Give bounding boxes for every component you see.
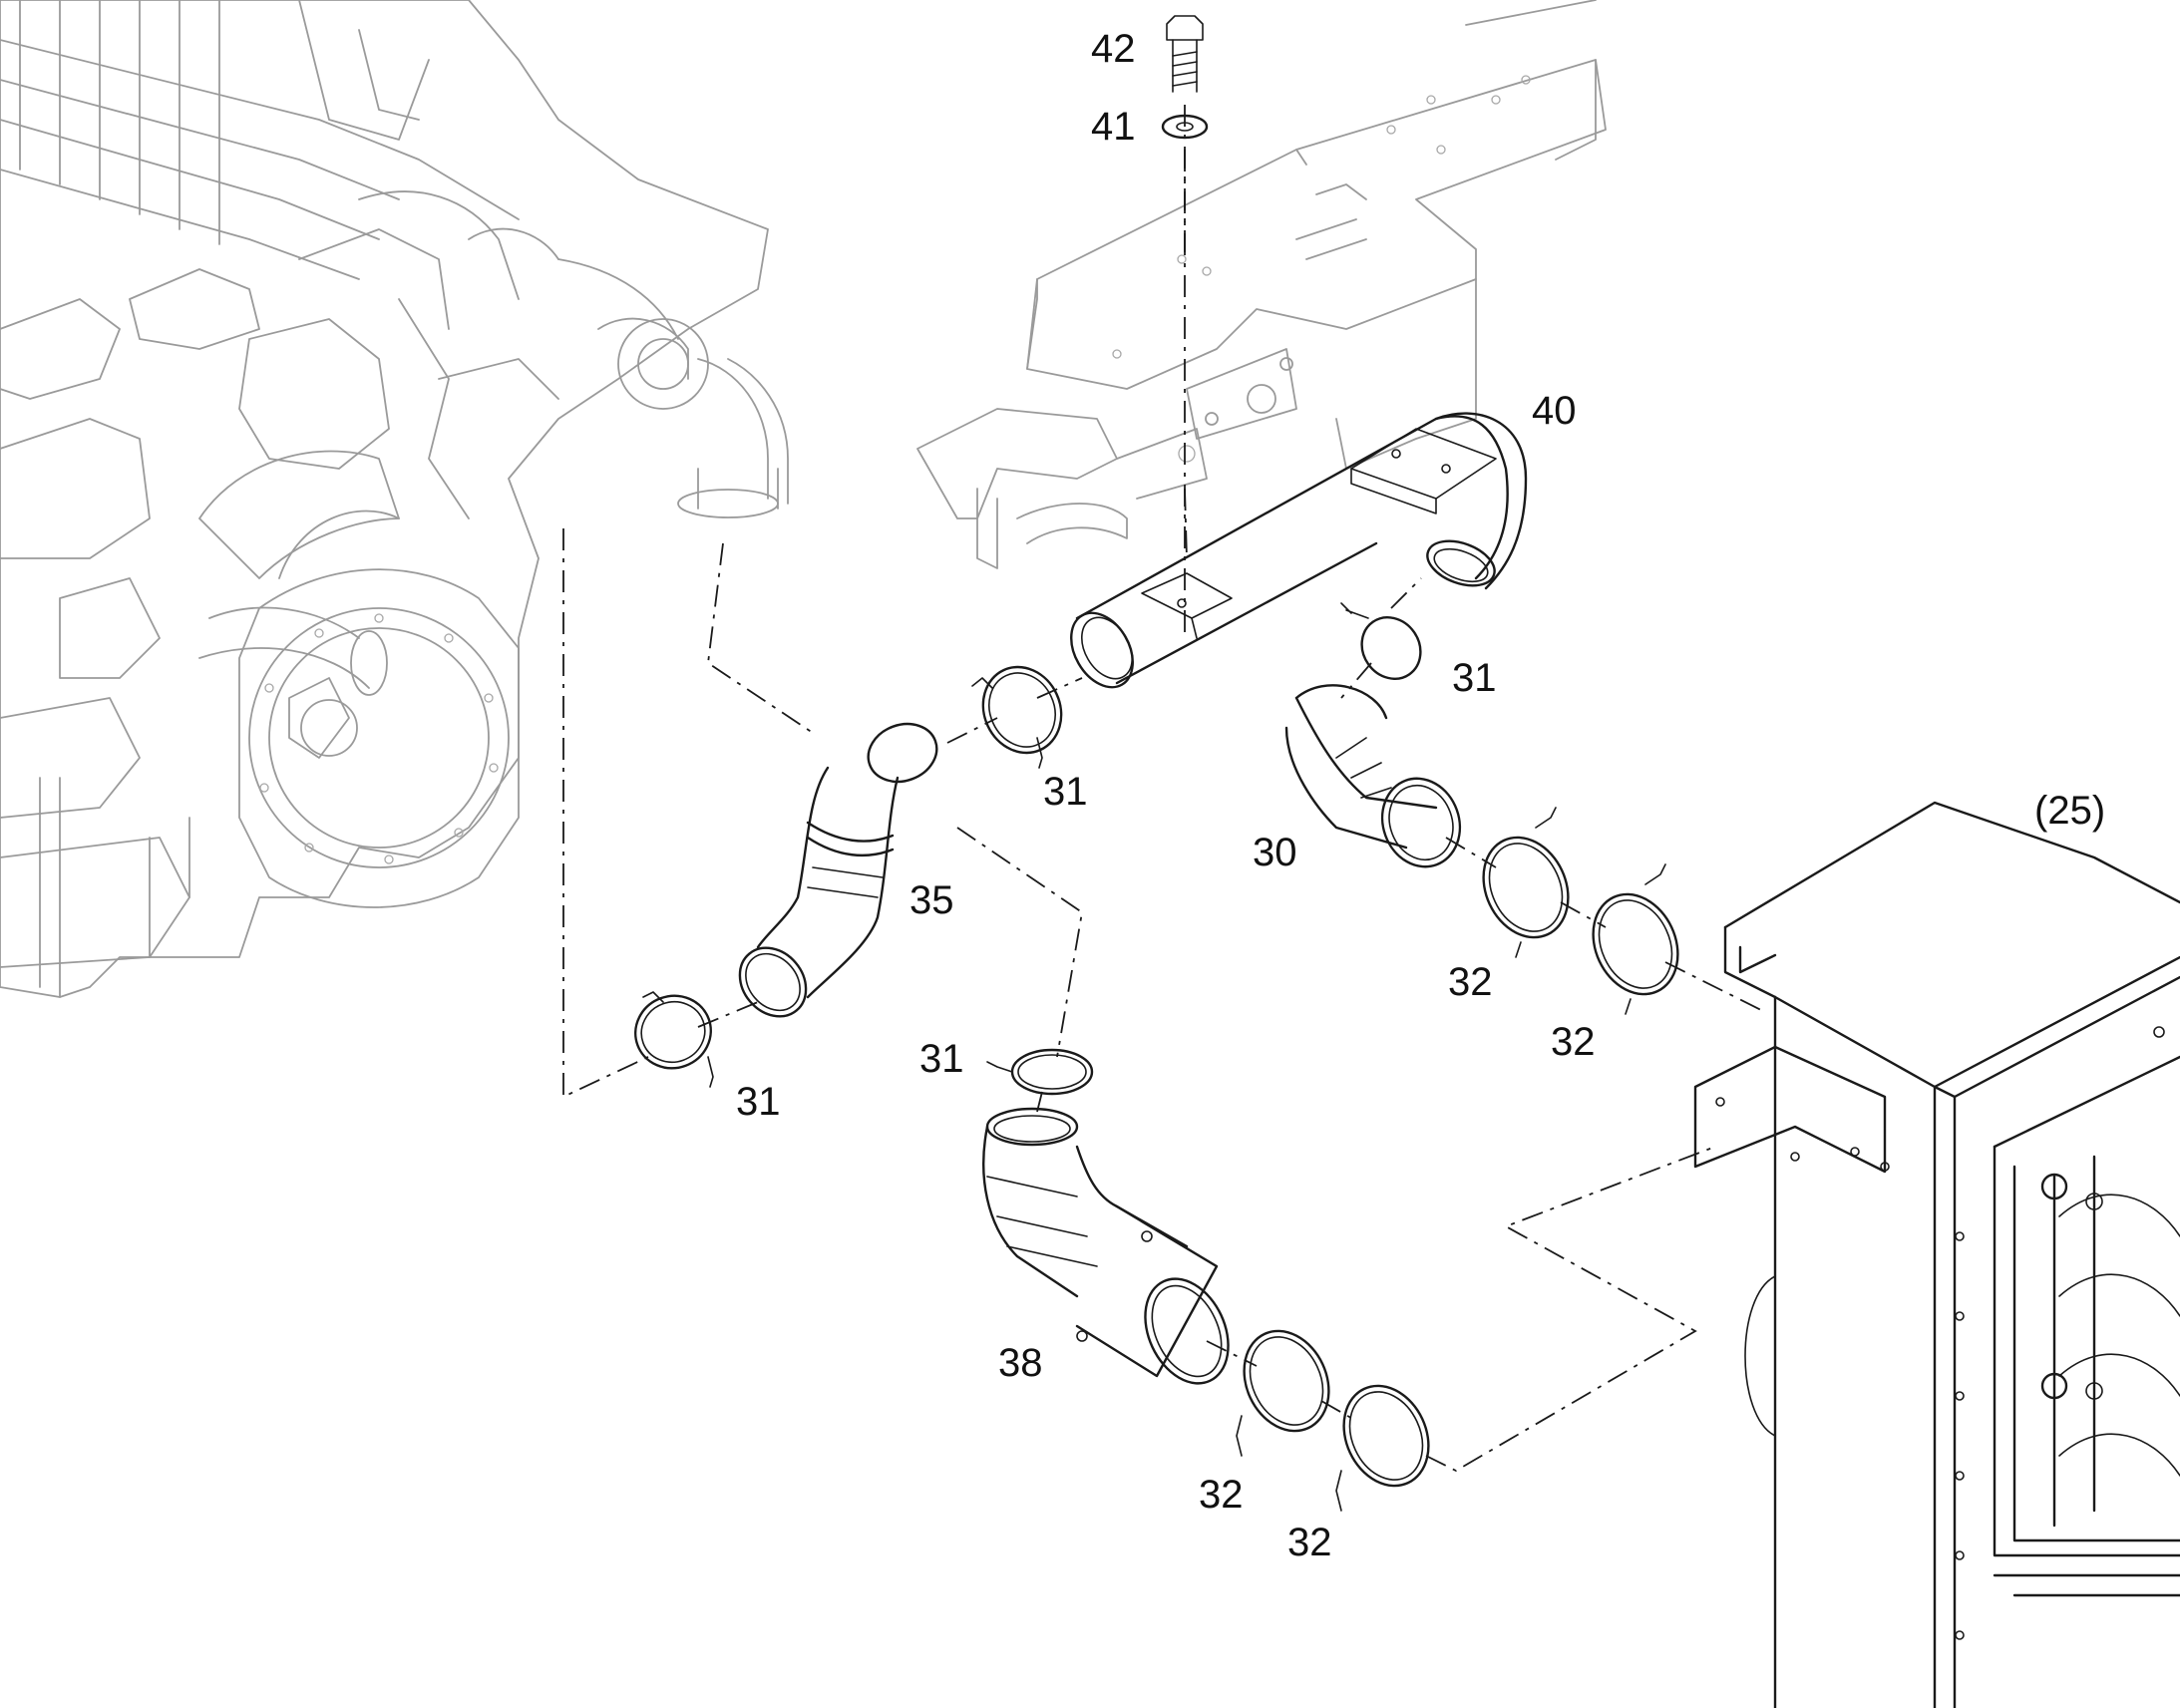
clamp-31-center xyxy=(971,665,1063,769)
label-part-38: 38 xyxy=(998,1341,1043,1385)
label-part-32-upper-2: 32 xyxy=(1551,1020,1596,1064)
pipe-40 xyxy=(1070,412,1528,689)
part-number-labels: 42 41 40 31 31 31 31 30 35 (25) 32 32 38… xyxy=(736,27,2105,1564)
label-part-41: 41 xyxy=(1091,105,1136,149)
clamp-31-lower-center xyxy=(986,1048,1094,1096)
clamp-32-upper-2 xyxy=(1592,863,1679,1015)
charge-air-cooler xyxy=(1693,801,2180,1708)
label-part-42: 42 xyxy=(1091,27,1136,71)
clamp-32-lower-1 xyxy=(1236,1329,1330,1457)
label-part-31-upper-right: 31 xyxy=(1452,656,1497,700)
clamp-32-upper-1 xyxy=(1482,807,1570,958)
engine-assembly xyxy=(0,0,789,998)
cooler-bolt-holes xyxy=(1715,1026,2165,1640)
clamp-32-lower-2 xyxy=(1335,1384,1430,1512)
leader-lines xyxy=(562,105,1766,1473)
label-part-31-lower-center: 31 xyxy=(919,1037,964,1081)
clamp-31-lower-left xyxy=(634,991,714,1088)
label-part-35: 35 xyxy=(909,878,954,922)
label-part-40: 40 xyxy=(1532,389,1577,433)
flywheel-teeth xyxy=(259,613,499,864)
hose-35 xyxy=(738,722,938,1018)
hose-38 xyxy=(982,1107,1230,1385)
hose-30 xyxy=(1284,684,1462,868)
clamp-31-upper-right xyxy=(1340,602,1422,680)
label-part-32-lower-1: 32 xyxy=(1199,1473,1244,1517)
bolt xyxy=(1166,15,1204,93)
label-part-32-upper-1: 32 xyxy=(1448,960,1493,1004)
chassis-frame xyxy=(916,0,1607,569)
label-part-31-lower-left: 31 xyxy=(736,1080,781,1124)
label-part-31-center: 31 xyxy=(1043,770,1088,814)
label-part-25: (25) xyxy=(2034,789,2105,833)
label-part-30: 30 xyxy=(1253,831,1297,874)
label-part-32-lower-2: 32 xyxy=(1287,1521,1332,1564)
